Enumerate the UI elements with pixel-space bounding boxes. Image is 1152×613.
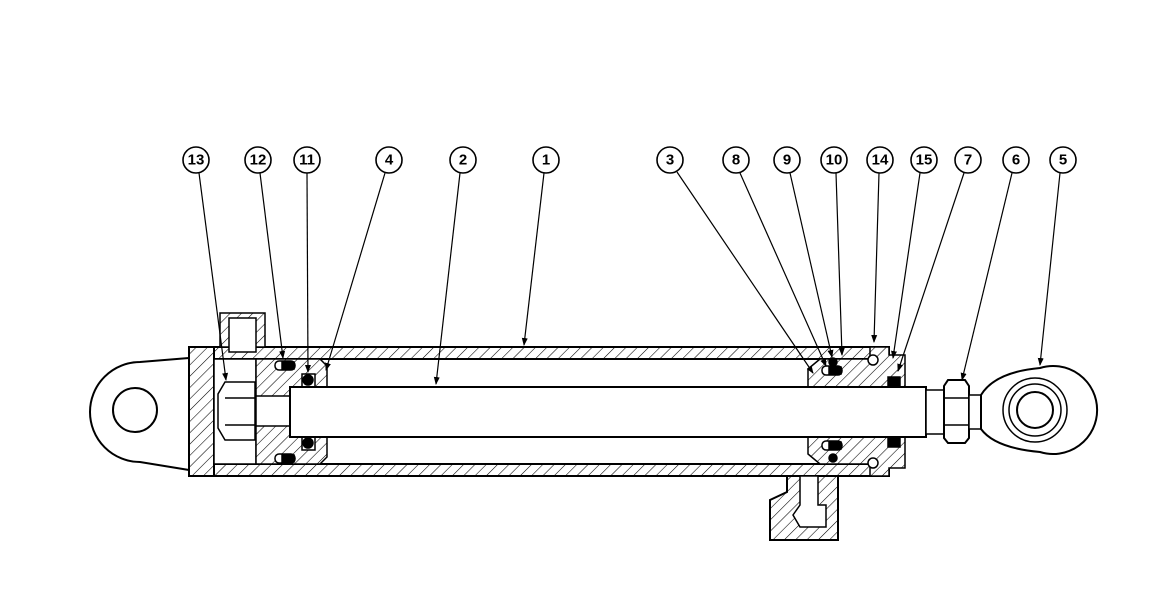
clevis-pin-hole — [112, 387, 158, 433]
callout-6: 6 — [1002, 146, 1030, 174]
callout-5: 5 — [1049, 146, 1077, 174]
callout-15: 15 — [910, 146, 938, 174]
end-cap — [188, 346, 215, 477]
svg-text:13: 13 — [188, 152, 205, 169]
clevis-eye — [89, 357, 190, 471]
callout-4: 4 — [375, 146, 403, 174]
rod-end-eye — [980, 365, 1099, 455]
callout-14: 14 — [866, 146, 894, 174]
svg-text:7: 7 — [964, 152, 972, 169]
leader-lines — [198, 171, 1061, 385]
jam-nut — [943, 379, 970, 444]
svg-text:8: 8 — [732, 152, 740, 169]
svg-text:2: 2 — [459, 152, 467, 169]
callout-7: 7 — [954, 146, 982, 174]
callout-11: 11 — [293, 146, 321, 174]
svg-text:9: 9 — [783, 152, 791, 169]
svg-text:11: 11 — [299, 152, 315, 169]
callout-8: 8 — [722, 146, 750, 174]
svg-text:5: 5 — [1059, 152, 1067, 169]
barrel-top-wall — [188, 346, 890, 360]
svg-text:3: 3 — [666, 152, 674, 169]
svg-text:12: 12 — [250, 152, 267, 169]
svg-text:4: 4 — [385, 152, 394, 169]
svg-text:10: 10 — [826, 152, 843, 169]
callout-1: 1 — [532, 146, 560, 174]
callout-13: 13 — [182, 146, 210, 174]
svg-text:15: 15 — [916, 152, 933, 169]
svg-text:14: 14 — [872, 152, 889, 169]
svg-text:6: 6 — [1012, 152, 1020, 169]
callout-10: 10 — [820, 146, 848, 174]
callout-3: 3 — [656, 146, 684, 174]
svg-text:1: 1 — [542, 152, 550, 169]
callout-2: 2 — [449, 146, 477, 174]
piston-nut — [217, 381, 256, 441]
callout-9: 9 — [773, 146, 801, 174]
callout-12: 12 — [244, 146, 272, 174]
barrel-bottom-wall — [188, 463, 890, 477]
piston-rod — [289, 386, 927, 438]
